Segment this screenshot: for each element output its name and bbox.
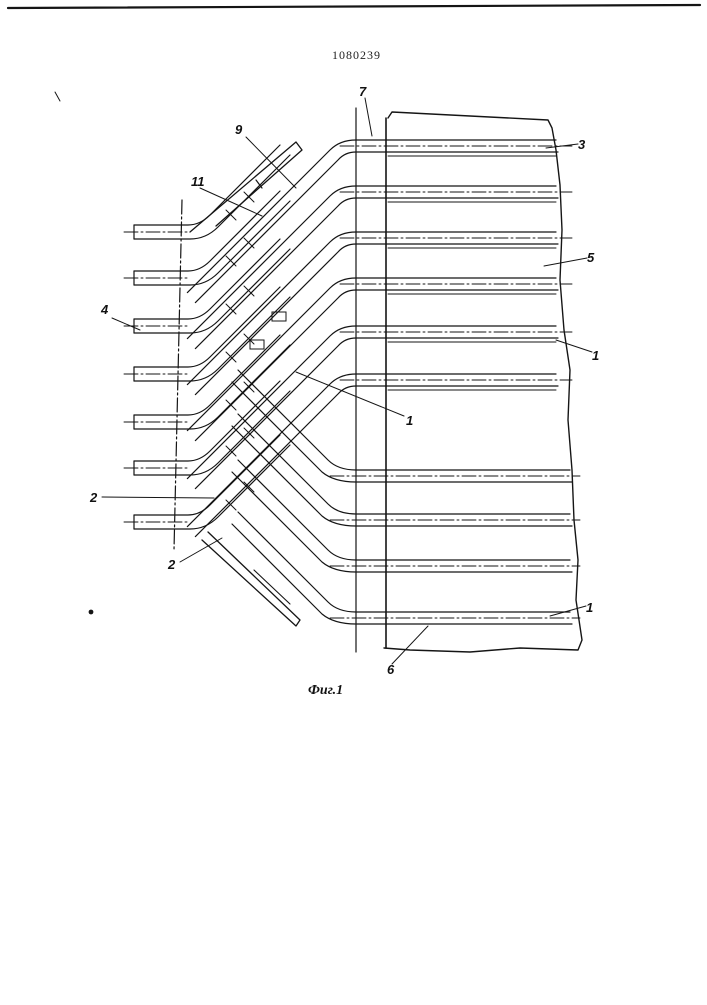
clamp-bar-lower: [202, 532, 300, 626]
insert-block-b: [250, 340, 264, 349]
spacer-a-4: [226, 352, 236, 362]
terminal-lower-edge-7: [134, 445, 290, 529]
callout-4: 4: [101, 303, 108, 316]
callout-1-middle: 1: [406, 414, 413, 427]
leader-7: [365, 98, 372, 136]
spacer-a-6: [226, 446, 236, 456]
callout-7: 7: [359, 85, 366, 98]
stator-core-outline: [384, 112, 582, 652]
spacer-b-6: [244, 428, 254, 438]
leader-1-right-upper: [556, 340, 592, 352]
spacer-b-4: [244, 334, 254, 344]
diagonal-bar-inner-2: [195, 198, 356, 349]
leader-2-lower: [180, 538, 222, 562]
document-number: 1080239: [332, 48, 381, 63]
callout-2-lower: 2: [168, 558, 175, 571]
figure-caption: Фиг.1: [308, 683, 343, 699]
lower-diagonal-outer-1: [238, 370, 356, 470]
callout-5: 5: [587, 251, 594, 264]
terminal-upper-edge-6: [134, 381, 280, 461]
lower-diagonal-outer-3: [238, 460, 356, 560]
clamp-bar-upper: [190, 142, 302, 232]
leader-5: [544, 258, 587, 266]
terminal-upper-edge-2: [134, 191, 280, 271]
leader-1-right-lower: [550, 606, 586, 616]
ink-dot: [89, 610, 94, 615]
stray-mark: [55, 92, 60, 101]
diagonal-bar-inner-1: [195, 152, 356, 303]
callout-1-right-upper: 1: [592, 349, 599, 362]
callout-9: 9: [235, 123, 242, 136]
diagonal-bar-outer-6: [187, 374, 356, 527]
terminal-upper-edge-3: [134, 239, 280, 319]
clamp-bar-lower-inner: [254, 570, 290, 604]
callout-1-right-lower: 1: [586, 601, 593, 614]
terminal-upper-edge-4: [134, 287, 280, 367]
diagonal-bar-inner-4: [195, 290, 356, 441]
spacer-a-2: [226, 256, 236, 266]
leader-6: [392, 626, 428, 664]
top-border-rule: [8, 5, 700, 8]
callout-3: 3: [578, 138, 585, 151]
callout-6: 6: [387, 663, 394, 676]
callout-11: 11: [191, 175, 205, 188]
leader-1-middle: [296, 372, 404, 416]
spacer-b-2: [244, 238, 254, 248]
leader-4: [112, 318, 140, 330]
leader-2-upper: [102, 497, 214, 498]
callout-2-upper: 2: [90, 491, 97, 504]
lower-diagonal-outer-4: [238, 512, 356, 612]
